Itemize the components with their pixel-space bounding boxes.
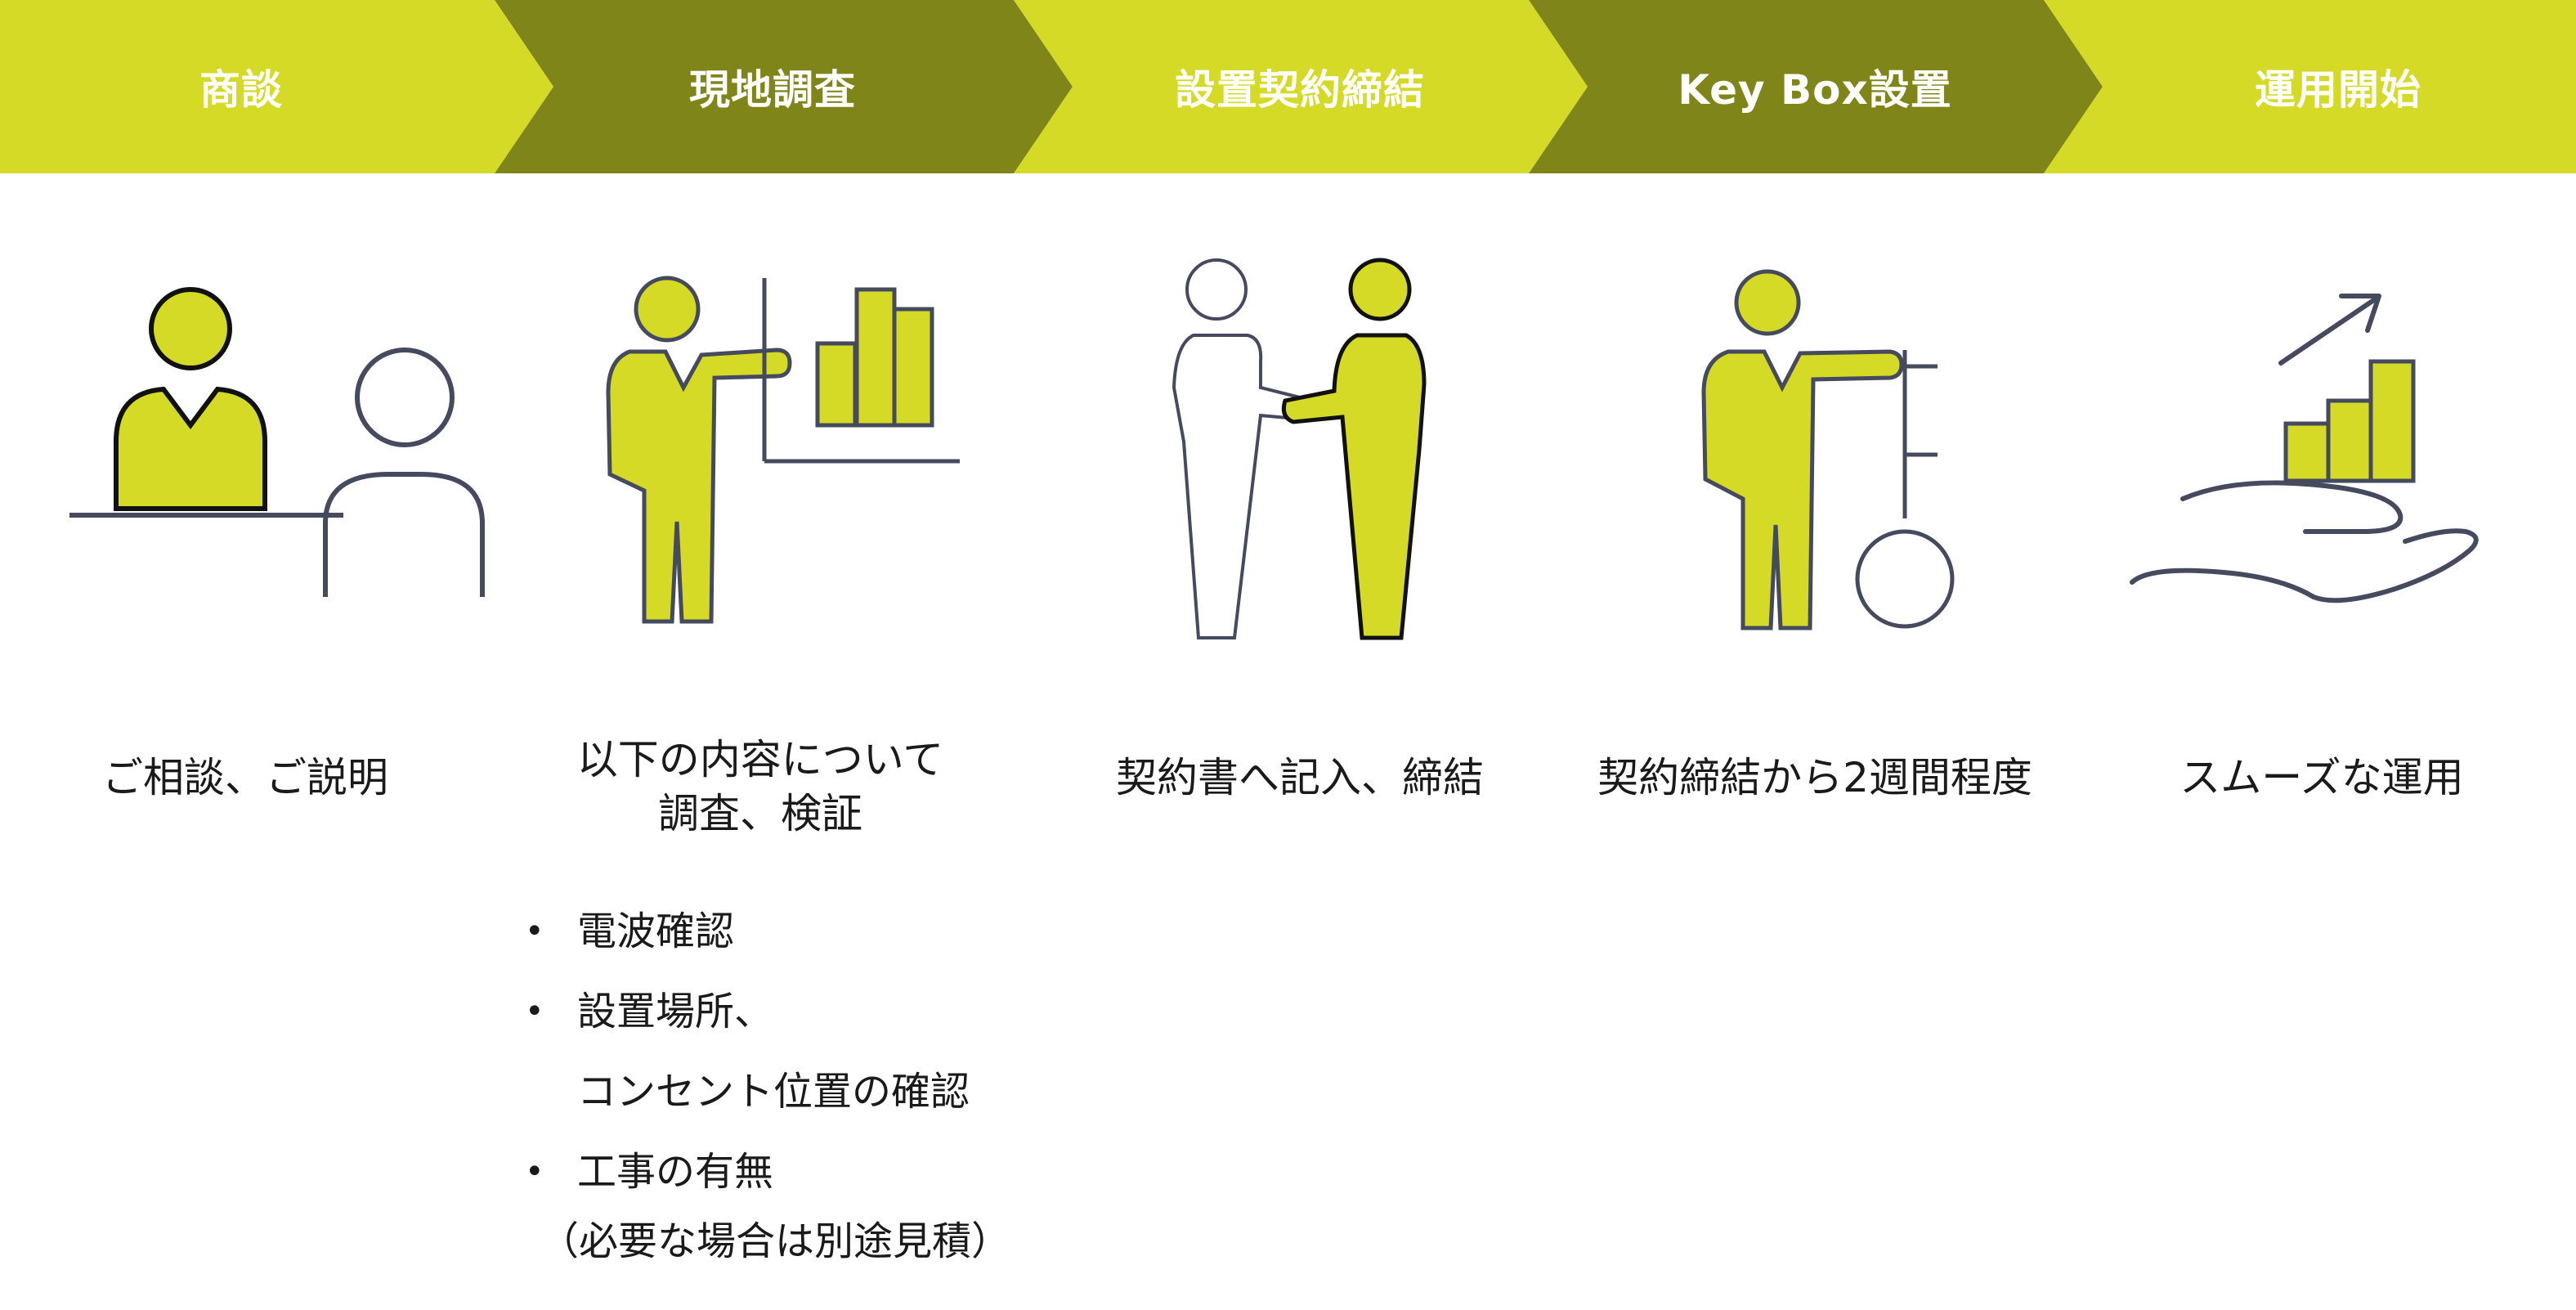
step-3-chevron	[1014, 0, 1588, 173]
step-5-chevron	[2044, 0, 2576, 173]
step-5-label: 運用開始	[2255, 66, 2421, 114]
list-item-text: 設置場所、	[577, 989, 774, 1034]
list-item: • 電波確認	[515, 891, 970, 971]
consultation-icon	[69, 287, 485, 597]
presentation-icon	[606, 276, 960, 624]
step-1-label: 商談	[199, 66, 283, 114]
step-5-description: スムーズな運用	[2060, 751, 2576, 805]
list-item: • 設置場所、コンセント位置の確認	[515, 971, 970, 1132]
step-1-description: ご相談、ご説明	[0, 751, 491, 805]
bullet-icon: •	[525, 1153, 544, 1191]
growth-hand-icon	[2130, 294, 2479, 603]
list-item-text: 電波確認	[577, 908, 735, 954]
step-1-description-line: ご相談、ご説明	[102, 754, 388, 801]
step-4-description: 契約締結から2週間程度	[1553, 751, 2076, 805]
step-5-description-line: スムーズな運用	[2180, 754, 2464, 801]
handshake-icon	[1172, 258, 1427, 640]
process-flow-bar	[0, 0, 2576, 173]
step-2-chevron	[495, 0, 1073, 173]
survey-items-list: • 電波確認 • 設置場所、コンセント位置の確認 • 工事の有無	[515, 891, 970, 1212]
step-4-label: Key Box設置	[1678, 66, 1952, 114]
step-2-description-line: 調査、検証	[658, 790, 862, 837]
step-3-description: 契約書へ記入、締結	[1038, 751, 1561, 805]
step-2-description: 以下の内容について 調査、検証	[491, 733, 1030, 841]
step-3-description-line: 契約書へ記入、締結	[1116, 754, 1484, 801]
step-2-description-line: 以下の内容について	[576, 736, 944, 783]
list-item-text: 工事の有無	[577, 1149, 774, 1195]
step-2-label: 現地調査	[689, 66, 856, 114]
bullet-icon: •	[525, 913, 544, 950]
step-3-label: 設置契約締結	[1175, 66, 1425, 114]
step-4-description-line: 契約締結から2週間程度	[1597, 754, 2032, 801]
step-1-chevron	[0, 0, 553, 173]
bullet-icon: •	[525, 993, 544, 1030]
list-item: • 工事の有無	[515, 1132, 970, 1212]
step-4-chevron	[1529, 0, 2103, 173]
key-installation-icon	[1701, 269, 1955, 630]
survey-note: （必要な場合は別途見積）	[540, 1218, 1011, 1264]
list-item-text: コンセント位置の確認	[577, 1069, 970, 1115]
